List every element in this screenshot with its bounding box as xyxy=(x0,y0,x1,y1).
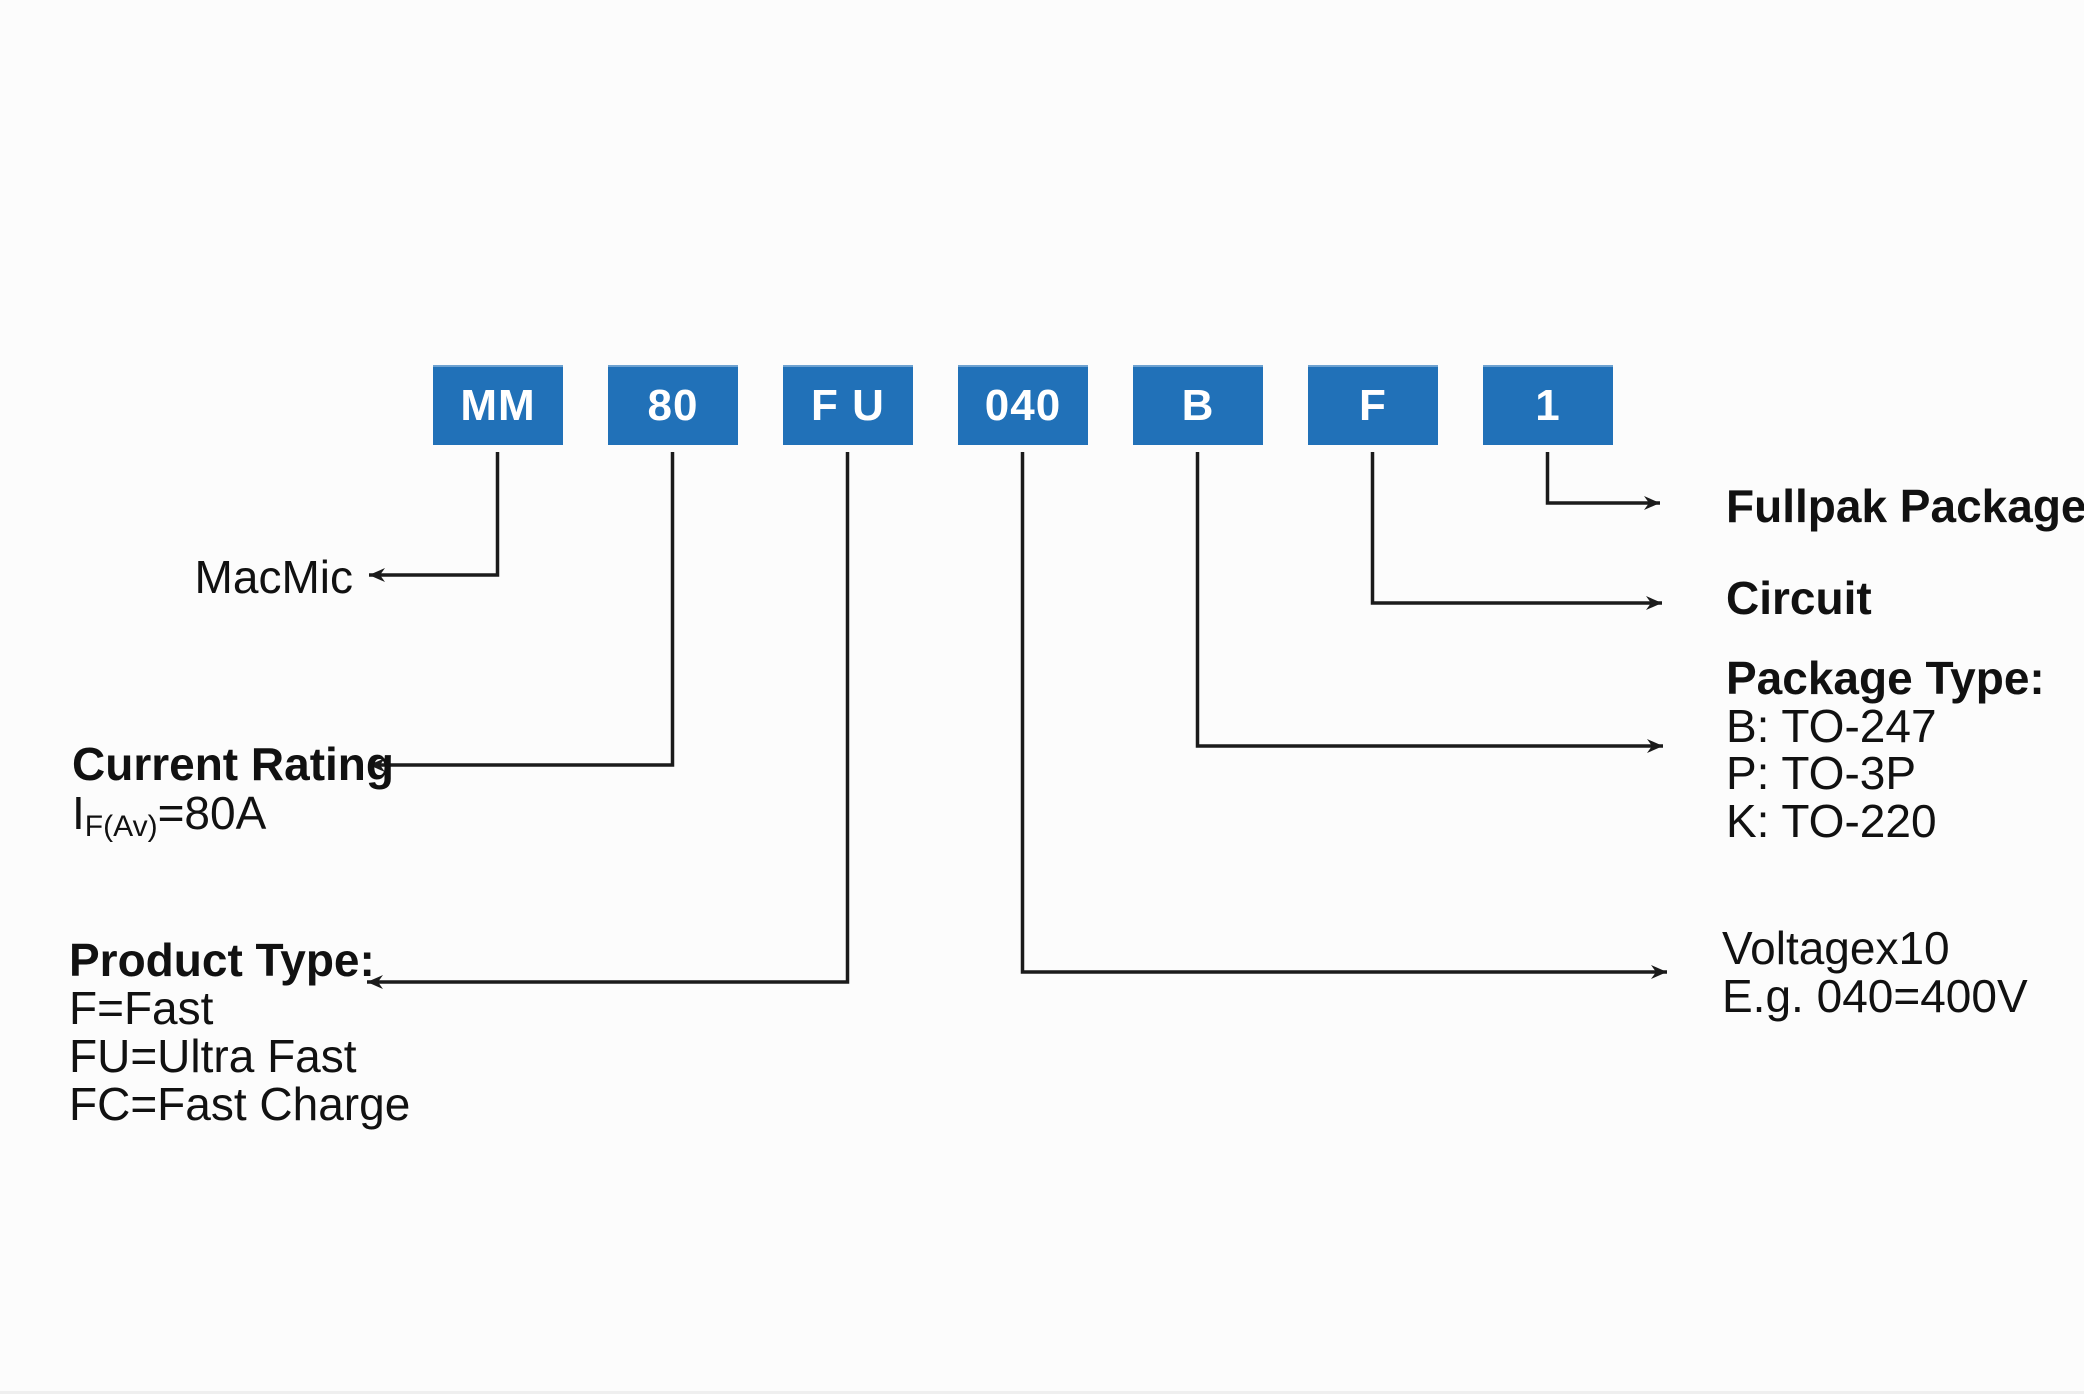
segment-box-type: F U xyxy=(783,365,913,445)
segment-box-mm: MM xyxy=(433,365,563,445)
voltage-block: Voltagex10 E.g. 040=400V xyxy=(1722,924,2028,1020)
package-type-connector-line xyxy=(1195,452,1663,753)
macmic-connector-line xyxy=(369,452,500,582)
voltage-line1: Voltagex10 xyxy=(1722,922,1950,974)
package-type-item-b: B: TO-247 xyxy=(1726,699,1937,752)
current-rating-detail: IF(Av)=80A xyxy=(72,789,266,851)
fullpak-package-label: Fullpak Package xyxy=(1726,480,2084,532)
product-type-item-fu: FU=Ultra Fast xyxy=(69,1030,357,1082)
page-bottom-edge xyxy=(0,1391,2084,1394)
product-type-connector-line xyxy=(367,452,850,989)
circuit-label: Circuit xyxy=(1726,572,1872,624)
package-type-item-p: P: TO-3P xyxy=(1726,747,1917,799)
current-symbol: I xyxy=(72,787,85,839)
package-type-title: Package Type: xyxy=(1726,652,2045,704)
package-type-block: Package Type: B: TO-247 P: TO-3P K: TO-2… xyxy=(1726,652,2045,847)
segment-box-circuit: F xyxy=(1308,365,1438,445)
package-type-item-k: K: TO-220 xyxy=(1726,794,1937,847)
voltage-connector-line xyxy=(1020,452,1667,979)
current-rating-connector-line xyxy=(369,452,675,772)
product-type-block: Product Type: F=Fast FU=Ultra Fast FC=Fa… xyxy=(69,936,410,1128)
segment-box-fullpak: 1 xyxy=(1483,365,1613,445)
circuit-connector-line xyxy=(1370,452,1662,610)
segment-box-package: B xyxy=(1133,365,1263,445)
fullpak-connector-line xyxy=(1545,452,1660,510)
segment-box-voltage: 040 xyxy=(958,365,1088,445)
current-value: =80A xyxy=(157,787,267,839)
product-type-item-f: F=Fast xyxy=(69,982,214,1034)
product-type-item-fc: FC=Fast Charge xyxy=(69,1078,411,1130)
voltage-line2: E.g. 040=400V xyxy=(1722,970,2028,1022)
current-rating-title: Current Rating xyxy=(72,738,394,790)
product-type-title: Product Type: xyxy=(69,934,375,986)
segment-box-current: 80 xyxy=(608,365,738,445)
current-symbol-subscript: F(Av) xyxy=(84,810,158,843)
macmic-label: MacMic xyxy=(194,551,353,603)
